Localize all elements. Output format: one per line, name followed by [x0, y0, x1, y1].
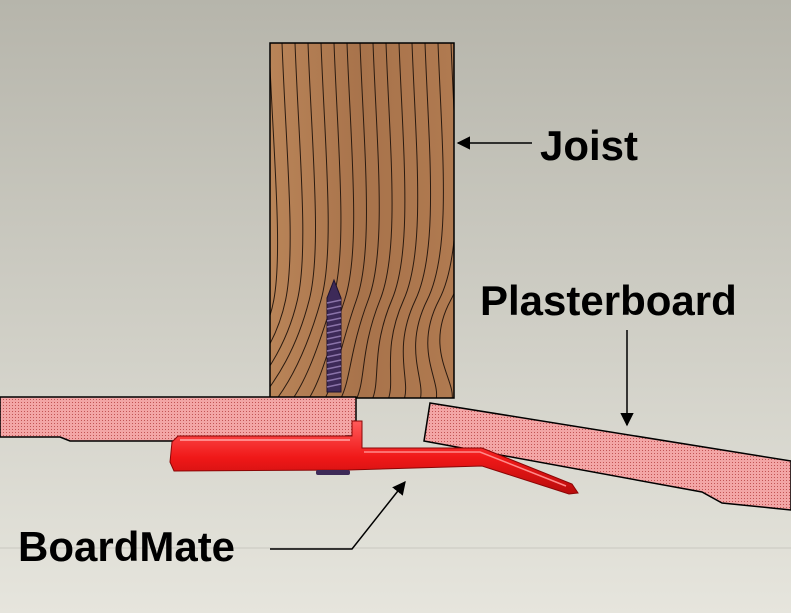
screw-thread: [326, 317, 342, 322]
boardmate-label: BoardMate: [18, 523, 235, 570]
wood-grain-line: [270, 43, 304, 367]
screw-thread: [326, 359, 342, 364]
joist-label: Joist: [540, 122, 638, 169]
screw-thread: [326, 335, 342, 340]
screw-thread: [326, 311, 342, 316]
joist: [269, 42, 455, 399]
wood-grain-line: [439, 292, 454, 398]
wood-grain-line: [292, 43, 342, 398]
wood-grain-line: [270, 43, 316, 388]
wood-grain-line: [340, 43, 380, 398]
screw-thread: [326, 353, 342, 358]
plasterboard-left: [0, 396, 357, 442]
screw-thread: [326, 329, 342, 334]
wood-grain-line: [270, 55, 279, 317]
wood-grain-line: [388, 43, 419, 398]
plasterboard-label: Plasterboard: [480, 277, 737, 324]
screw-thread: [326, 347, 342, 352]
screw-thread: [326, 377, 342, 382]
wood-grain-line: [427, 43, 454, 398]
wood-grain-line: [276, 43, 329, 398]
screw-icon: [326, 278, 342, 393]
screw-thread: [326, 365, 342, 370]
screw-thread: [326, 299, 342, 304]
boardmate-bracket-icon: [169, 420, 579, 495]
joist-body: [270, 43, 454, 398]
wood-grain-line: [372, 43, 406, 398]
screw-thread: [326, 371, 342, 376]
screw-thread: [326, 383, 342, 388]
screw-thread: [326, 323, 342, 328]
wood-grain-line: [402, 43, 432, 398]
screw-thread: [326, 341, 342, 346]
wood-grain-line: [270, 43, 291, 345]
screw-thread: [326, 305, 342, 310]
boardmate-leader-arrow: [270, 480, 406, 550]
screw-head: [316, 470, 350, 475]
joist-outline: [269, 42, 455, 399]
plasterboard-right: [423, 402, 791, 511]
wood-grain-line: [415, 43, 444, 398]
wood-grain-line: [308, 43, 355, 398]
wood-grain-line: [356, 43, 393, 398]
